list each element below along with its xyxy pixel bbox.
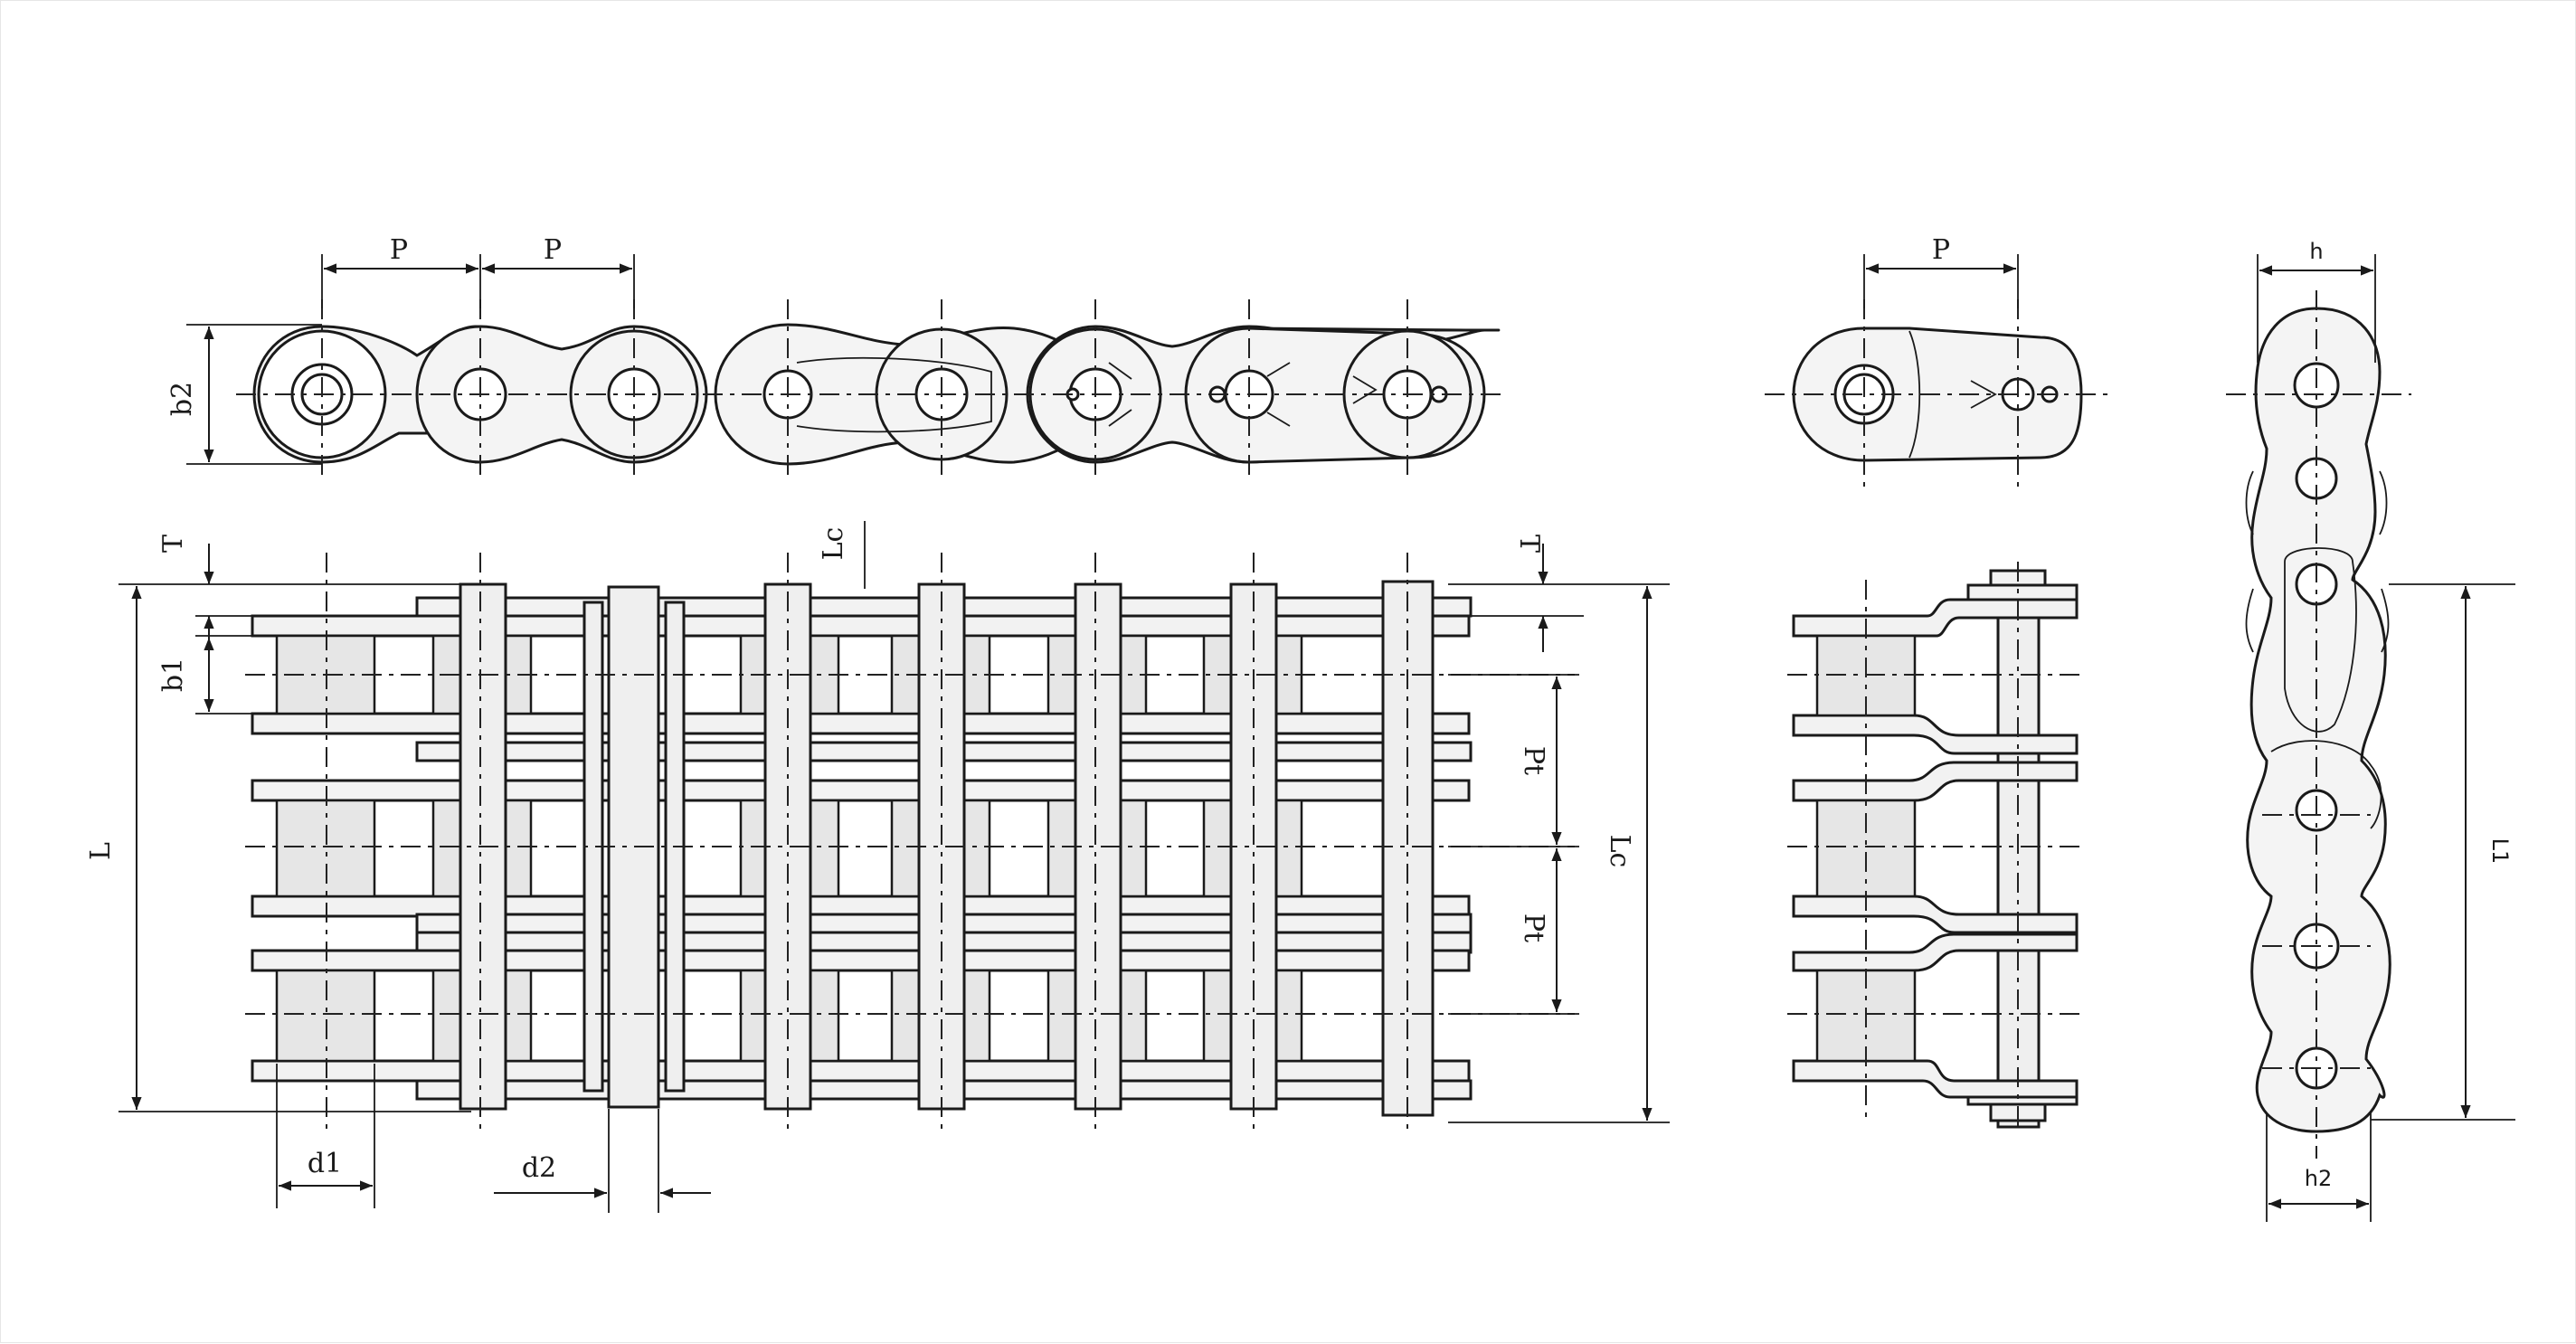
b1-label: b1: [157, 658, 189, 692]
l-label: L: [85, 842, 117, 860]
l1-label: L1: [2487, 838, 2513, 865]
chain-plan-view: T b1 L Lc T Pt Pt Lc d1: [85, 521, 1670, 1213]
t-label-right: T: [1513, 535, 1545, 553]
offset-pitch-label: P: [1932, 234, 1950, 266]
chain-elevation-view: P P b2: [166, 234, 1502, 480]
h2-label: h2: [2305, 1166, 2332, 1191]
d1-label: d1: [308, 1148, 342, 1179]
pitch-label-2: P: [544, 234, 562, 266]
t-label-left: T: [157, 535, 189, 553]
pt-label-2: Pt: [1518, 913, 1549, 942]
d2-label: d2: [522, 1152, 556, 1184]
lc-label-right: Lc: [1604, 835, 1635, 868]
h-label: h: [2309, 239, 2323, 264]
offset-link-plan: [1787, 562, 2086, 1131]
b2-label: b2: [166, 382, 198, 416]
offset-link-view: P: [1765, 234, 2108, 494]
pitch-label-1: P: [390, 234, 408, 266]
chain-end-view: h h2 L1: [2226, 239, 2515, 1222]
lc-label: Lc: [818, 527, 849, 561]
pt-label-1: Pt: [1518, 746, 1549, 775]
